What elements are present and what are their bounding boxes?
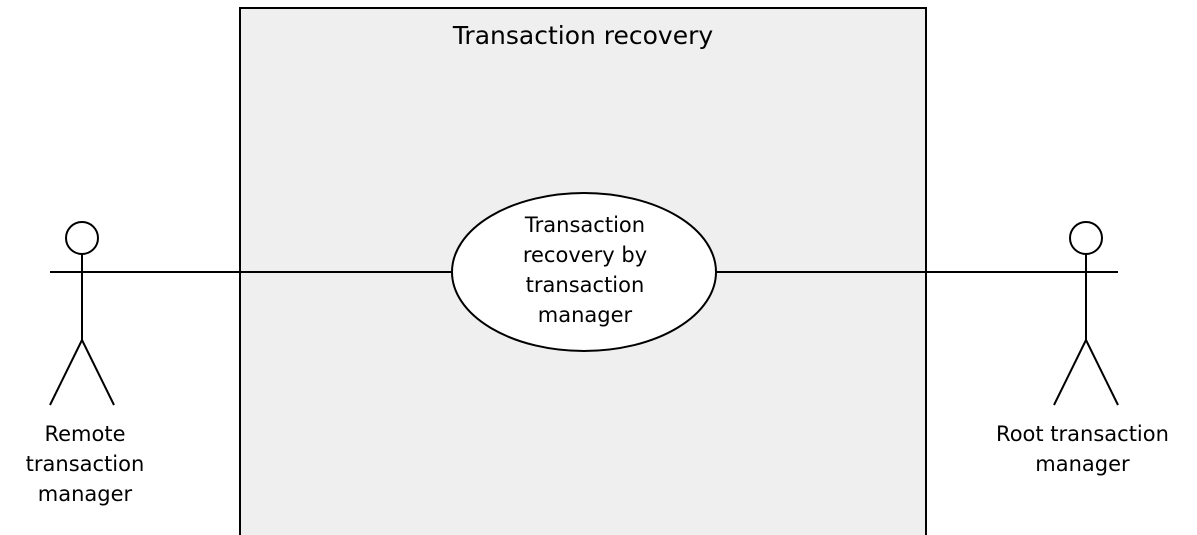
actor-leg-right xyxy=(81,339,115,406)
actor-label-remote-transaction-manager: Remote transaction manager xyxy=(5,419,165,509)
actor-root-transaction-manager-figure xyxy=(1053,221,1119,406)
use-case-label-line: Transaction xyxy=(524,213,646,237)
use-case-label-line: transaction xyxy=(525,273,645,297)
use-case-label-line: manager xyxy=(537,303,633,327)
actor-head xyxy=(65,221,99,255)
actor-label-line: manager xyxy=(37,482,133,506)
actor-leg-right xyxy=(1085,339,1119,406)
use-case-ellipse xyxy=(451,192,717,352)
actor-leg-left xyxy=(49,339,83,406)
use-case-label-line: recovery by xyxy=(522,243,648,267)
actor-head xyxy=(1069,221,1103,255)
actor-remote-transaction-manager-figure xyxy=(49,221,115,406)
actor-leg-left xyxy=(1053,339,1087,406)
actor-label-line: Root transaction xyxy=(996,422,1169,446)
actor-label-line: transaction xyxy=(25,452,145,476)
actor-label-root-transaction-manager: Root transaction manager xyxy=(970,419,1195,479)
use-case-label: Transaction recovery by transaction mana… xyxy=(455,210,715,330)
actor-label-line: Remote xyxy=(44,422,126,446)
system-boundary-title: Transaction recovery xyxy=(452,21,714,50)
actor-label-line: manager xyxy=(1035,452,1130,476)
